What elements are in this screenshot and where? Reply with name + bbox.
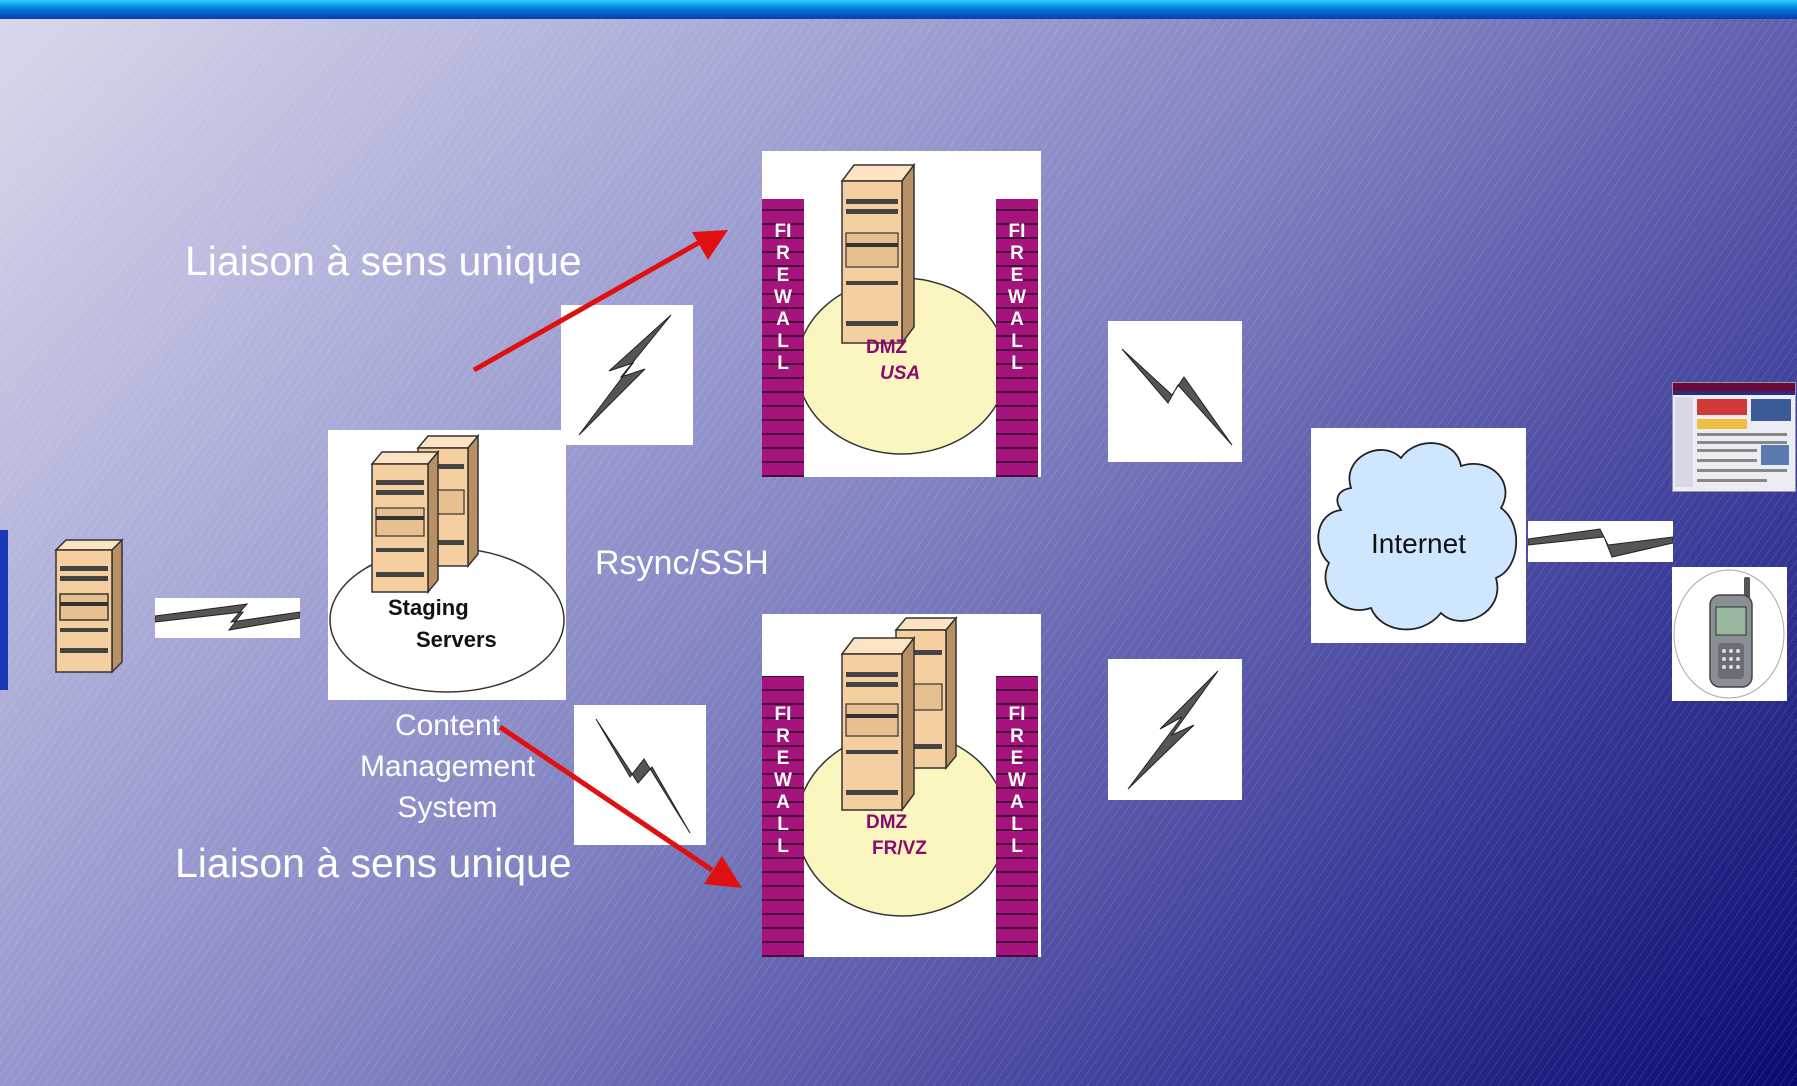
firewall-icon: FIREWALL [1008,221,1026,374]
link-label-top: Liaison à sens unique [185,238,582,284]
link-internet-clients [1528,521,1673,562]
cloud-icon [1317,442,1518,631]
cms-label-line3: System [397,791,498,824]
dmz-usa-label-line2: USA [880,363,921,384]
mobile-phone-icon [1673,569,1785,699]
staging-label: Staging Servers [388,592,518,656]
link-workstation-staging [155,598,300,638]
firewall-right-usa: FIREWALL [996,199,1038,477]
firewall-icon: FIREWALL [774,704,792,857]
cms-label-line2: Management [359,750,536,783]
lightning-link-icon [578,314,672,436]
firewall-right-fr: FIREWALL [996,676,1038,957]
rsync-label: Rsync/SSH [595,544,769,582]
cms-label-line1: Content [394,709,501,742]
firewall-left-fr: FIREWALL [762,676,804,957]
lightning-link-icon [595,718,691,834]
link-staging-dmz-usa [561,305,693,445]
firewall-icon: FIREWALL [1008,704,1026,857]
link-dmz-fr-internet [1108,659,1242,800]
mobile-phone-client [1672,567,1787,701]
lightning-link-icon [1121,348,1233,446]
lightning-link-icon [1528,528,1673,558]
dmz-fr-zone: FIREWALL FIREWALL DMZ FR/VZ [762,614,1041,957]
dmz-fr-graphic [796,615,1008,917]
link-staging-dmz-fr [574,705,706,845]
link-label-bottom: Liaison à sens unique [175,840,572,886]
internet-label: Internet [1371,528,1466,559]
dmz-usa-zone: FIREWALL FIREWALL DMZ USA [762,151,1041,477]
server-icon [840,635,916,813]
lightning-link-icon [1127,670,1219,790]
staging-label-line2: Servers [416,627,497,652]
server-icon [370,449,440,595]
staging-label-line1: Staging [388,595,469,620]
top-accent-bar [0,0,1797,19]
firewall-left-usa: FIREWALL [762,199,804,477]
dmz-fr-label-line2: FR/VZ [872,838,927,859]
left-accent-bar [0,530,8,690]
dmz-fr-label-line1: DMZ [866,812,908,833]
firewall-icon: FIREWALL [774,221,792,374]
dmz-fr-label: DMZ FR/VZ [866,810,927,862]
workstation-server-node [50,536,126,676]
lightning-link-icon [155,603,300,631]
web-browser-client [1672,382,1796,492]
dmz-usa-label-line1: DMZ [866,337,908,358]
link-dmz-usa-internet [1108,321,1242,462]
server-icon [840,162,916,346]
staging-graphic [329,433,565,693]
dmz-usa-graphic [796,162,1008,455]
cms-label: Content Management System [330,705,565,828]
monitor-icon [1673,383,1795,487]
staging-servers-node: Staging Servers [328,430,566,700]
dmz-usa-label: DMZ USA [866,335,920,387]
server-icon [54,538,124,674]
internet-cloud-node: Internet [1311,428,1526,643]
